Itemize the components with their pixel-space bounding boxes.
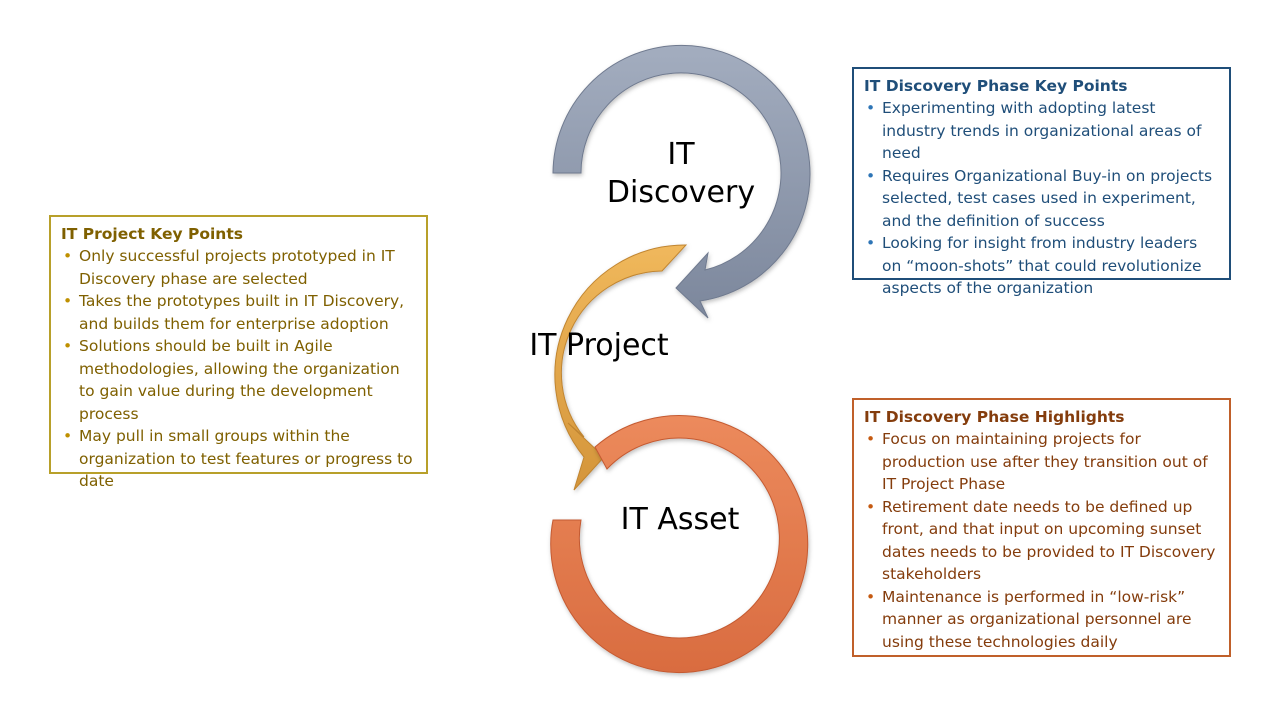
discovery-arrow xyxy=(552,44,811,319)
list-item: Experimenting with adopting latest indus… xyxy=(864,97,1219,165)
project-key-points-box: IT Project Key Points Only successful pr… xyxy=(49,215,428,490)
asset-arrow xyxy=(550,415,809,674)
project-arrow xyxy=(554,244,688,491)
phase-label-asset: IT Asset xyxy=(620,502,740,537)
list-item: Takes the prototypes built in IT Discove… xyxy=(61,290,416,335)
phase-label-project: IT Project xyxy=(529,328,669,363)
list-item: Looking for insight from industry leader… xyxy=(864,232,1219,300)
discovery-box-title: IT Discovery Phase Key Points xyxy=(864,77,1128,95)
discovery-bullet-list: Experimenting with adopting latest indus… xyxy=(864,97,1219,300)
list-item: Retirement date needs to be defined up f… xyxy=(864,496,1219,586)
list-item: Focus on maintaining projects for produc… xyxy=(864,428,1219,496)
asset-bullet-list: Focus on maintaining projects for produc… xyxy=(864,428,1219,653)
project-bullet-list: Only successful projects prototyped in I… xyxy=(61,245,416,493)
asset-box-title: IT Discovery Phase Highlights xyxy=(864,408,1125,426)
phase-label-discovery: IT Discovery xyxy=(606,137,756,210)
asset-highlights-box: IT Discovery Phase Highlights Focus on m… xyxy=(852,398,1231,657)
discovery-key-points-box: IT Discovery Phase Key Points Experiment… xyxy=(852,67,1231,297)
list-item: Requires Organizational Buy-in on projec… xyxy=(864,165,1219,233)
list-item: Solutions should be built in Agile metho… xyxy=(61,335,416,425)
list-item: Maintenance is performed in “low-risk” m… xyxy=(864,586,1219,654)
list-item: May pull in small groups within the orga… xyxy=(61,425,416,493)
list-item: Only successful projects prototyped in I… xyxy=(61,245,416,290)
project-box-title: IT Project Key Points xyxy=(61,225,243,243)
